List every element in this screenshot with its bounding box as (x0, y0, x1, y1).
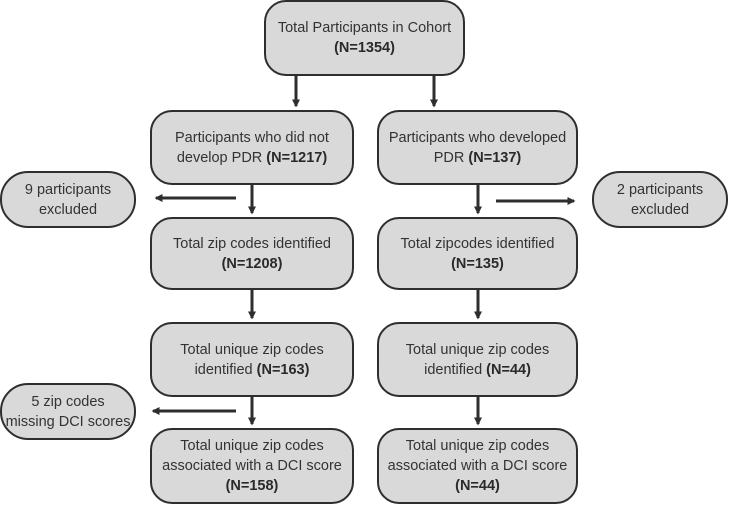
left-zip-total-box: Total zip codes identified (N=1208) (150, 217, 354, 290)
no-pdr-label-1: Participants who did not (175, 129, 329, 146)
right-dci-label-2: associated with a DCI score (387, 458, 568, 474)
right-zip-unique-label-2: identified (424, 361, 483, 378)
left-zip-total-label: Total zip codes identified (173, 235, 331, 252)
total-participants-box: Total Participants in Cohort (N=1354) (264, 0, 465, 76)
pdr-box: Participants who developed PDR (N=137) (377, 110, 578, 185)
right-dci-label-1: Total unique zip codes (405, 438, 550, 454)
right-dci-box: Total unique zip codes associated with a… (377, 428, 578, 504)
right-zip-total-count: (N=135) (451, 255, 504, 272)
total-participants-count: (N=1354) (334, 40, 395, 56)
right-excluded-label-1: 2 participants (616, 181, 704, 198)
left-zip-unique-label-1: Total unique zip codes (180, 341, 324, 358)
missing-dci-label-1: 5 zip codes (31, 393, 105, 410)
right-zip-total-box: Total zipcodes identified (N=135) (377, 217, 578, 290)
left-excluded-label-1: 9 participants (24, 181, 112, 198)
total-participants-label: Total Participants in Cohort (277, 20, 452, 36)
left-dci-label-2: associated with a DCI score (162, 458, 342, 474)
right-zip-unique-label-1: Total unique zip codes (405, 341, 550, 358)
right-zip-total-label: Total zipcodes identified (400, 235, 555, 252)
left-zip-unique-label-2: identified (194, 361, 253, 378)
left-zip-unique-count: (N=163) (256, 361, 310, 378)
no-pdr-count: (N=1217) (266, 149, 328, 166)
left-excluded-label-2: excluded (38, 201, 98, 218)
right-dci-count: (N=44) (455, 478, 500, 494)
left-excluded-box: 9 participants excluded (0, 171, 136, 228)
pdr-label-1: Participants who developed (388, 129, 567, 146)
pdr-count: (N=137) (468, 149, 522, 166)
right-excluded-box: 2 participants excluded (592, 171, 728, 228)
right-zip-unique-box: Total unique zip codes identified (N=44) (377, 322, 578, 397)
left-zip-unique-box: Total unique zip codes identified (N=163… (150, 322, 354, 397)
missing-dci-label-2: missing DCI scores (5, 413, 131, 430)
right-excluded-label-2: excluded (630, 201, 690, 218)
right-zip-unique-count: (N=44) (486, 361, 531, 378)
left-zip-total-count: (N=1208) (221, 255, 283, 272)
missing-dci-box: 5 zip codes missing DCI scores (0, 383, 136, 440)
no-pdr-box: Participants who did not develop PDR (N=… (150, 110, 354, 185)
no-pdr-label-2: develop PDR (176, 149, 263, 166)
left-dci-label-1: Total unique zip codes (180, 438, 324, 454)
pdr-label-2: PDR (433, 149, 465, 166)
left-dci-count: (N=158) (225, 478, 279, 494)
left-dci-box: Total unique zip codes associated with a… (150, 428, 354, 504)
